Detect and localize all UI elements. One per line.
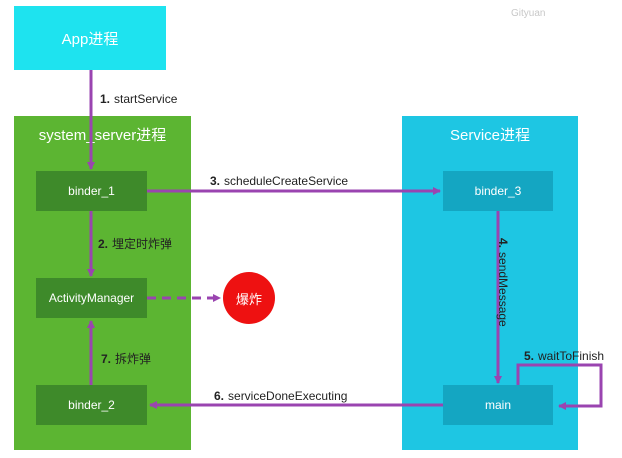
service-process-title: Service进程 bbox=[449, 127, 531, 144]
step-5-number: 5. bbox=[524, 349, 535, 363]
step-6-label: 6.serviceDoneExecuting bbox=[214, 389, 347, 403]
system-server-process-title: system_server进程 bbox=[38, 127, 167, 144]
binder-1-label: binder_1 bbox=[68, 184, 115, 198]
binder-1-node: binder_1 bbox=[36, 171, 147, 211]
step-7-label: 7.拆炸弹 bbox=[101, 350, 151, 367]
app-process-box: App进程 bbox=[14, 6, 166, 70]
watermark: Gityuan bbox=[511, 8, 546, 19]
step-2-text: 埋定时炸弹 bbox=[112, 237, 173, 251]
step-6-text: serviceDoneExecuting bbox=[228, 389, 348, 403]
arrow-wait-to-finish bbox=[516, 363, 603, 410]
app-process-title: App进程 bbox=[61, 30, 119, 48]
step-2-label: 2.埋定时炸弹 bbox=[98, 235, 172, 252]
activity-manager-label: ActivityManager bbox=[48, 291, 135, 305]
binder-3-label: binder_3 bbox=[474, 184, 522, 198]
step-1-number: 1. bbox=[100, 92, 111, 106]
step-1-text: startService bbox=[114, 92, 178, 106]
explode-label: 爆炸 bbox=[235, 291, 262, 307]
activity-manager-node: ActivityManager bbox=[36, 278, 147, 318]
binder-3-node: binder_3 bbox=[443, 171, 553, 211]
main-label: main bbox=[484, 398, 511, 412]
step-5-label: 5.waitToFinish bbox=[524, 349, 604, 363]
step-4-number: 4. bbox=[496, 238, 510, 249]
main-node: main bbox=[443, 385, 553, 425]
step-3-number: 3. bbox=[210, 174, 221, 188]
step-2-number: 2. bbox=[98, 237, 109, 251]
binder-2-node: binder_2 bbox=[36, 385, 147, 425]
step-1-label: 1.startService bbox=[100, 92, 177, 106]
step-7-text: 拆炸弹 bbox=[115, 352, 152, 366]
step-5-text: waitToFinish bbox=[538, 349, 605, 363]
step-4-text: sendMessage bbox=[496, 252, 510, 327]
binder-2-label: binder_2 bbox=[68, 398, 115, 412]
explode-circle: 爆炸 bbox=[223, 272, 275, 324]
step-3-text: scheduleCreateService bbox=[224, 174, 349, 188]
step-3-label: 3.scheduleCreateService bbox=[210, 174, 348, 188]
step-4-label: 4. sendMessage bbox=[496, 238, 510, 327]
step-6-number: 6. bbox=[214, 389, 225, 403]
step-7-number: 7. bbox=[101, 352, 112, 366]
